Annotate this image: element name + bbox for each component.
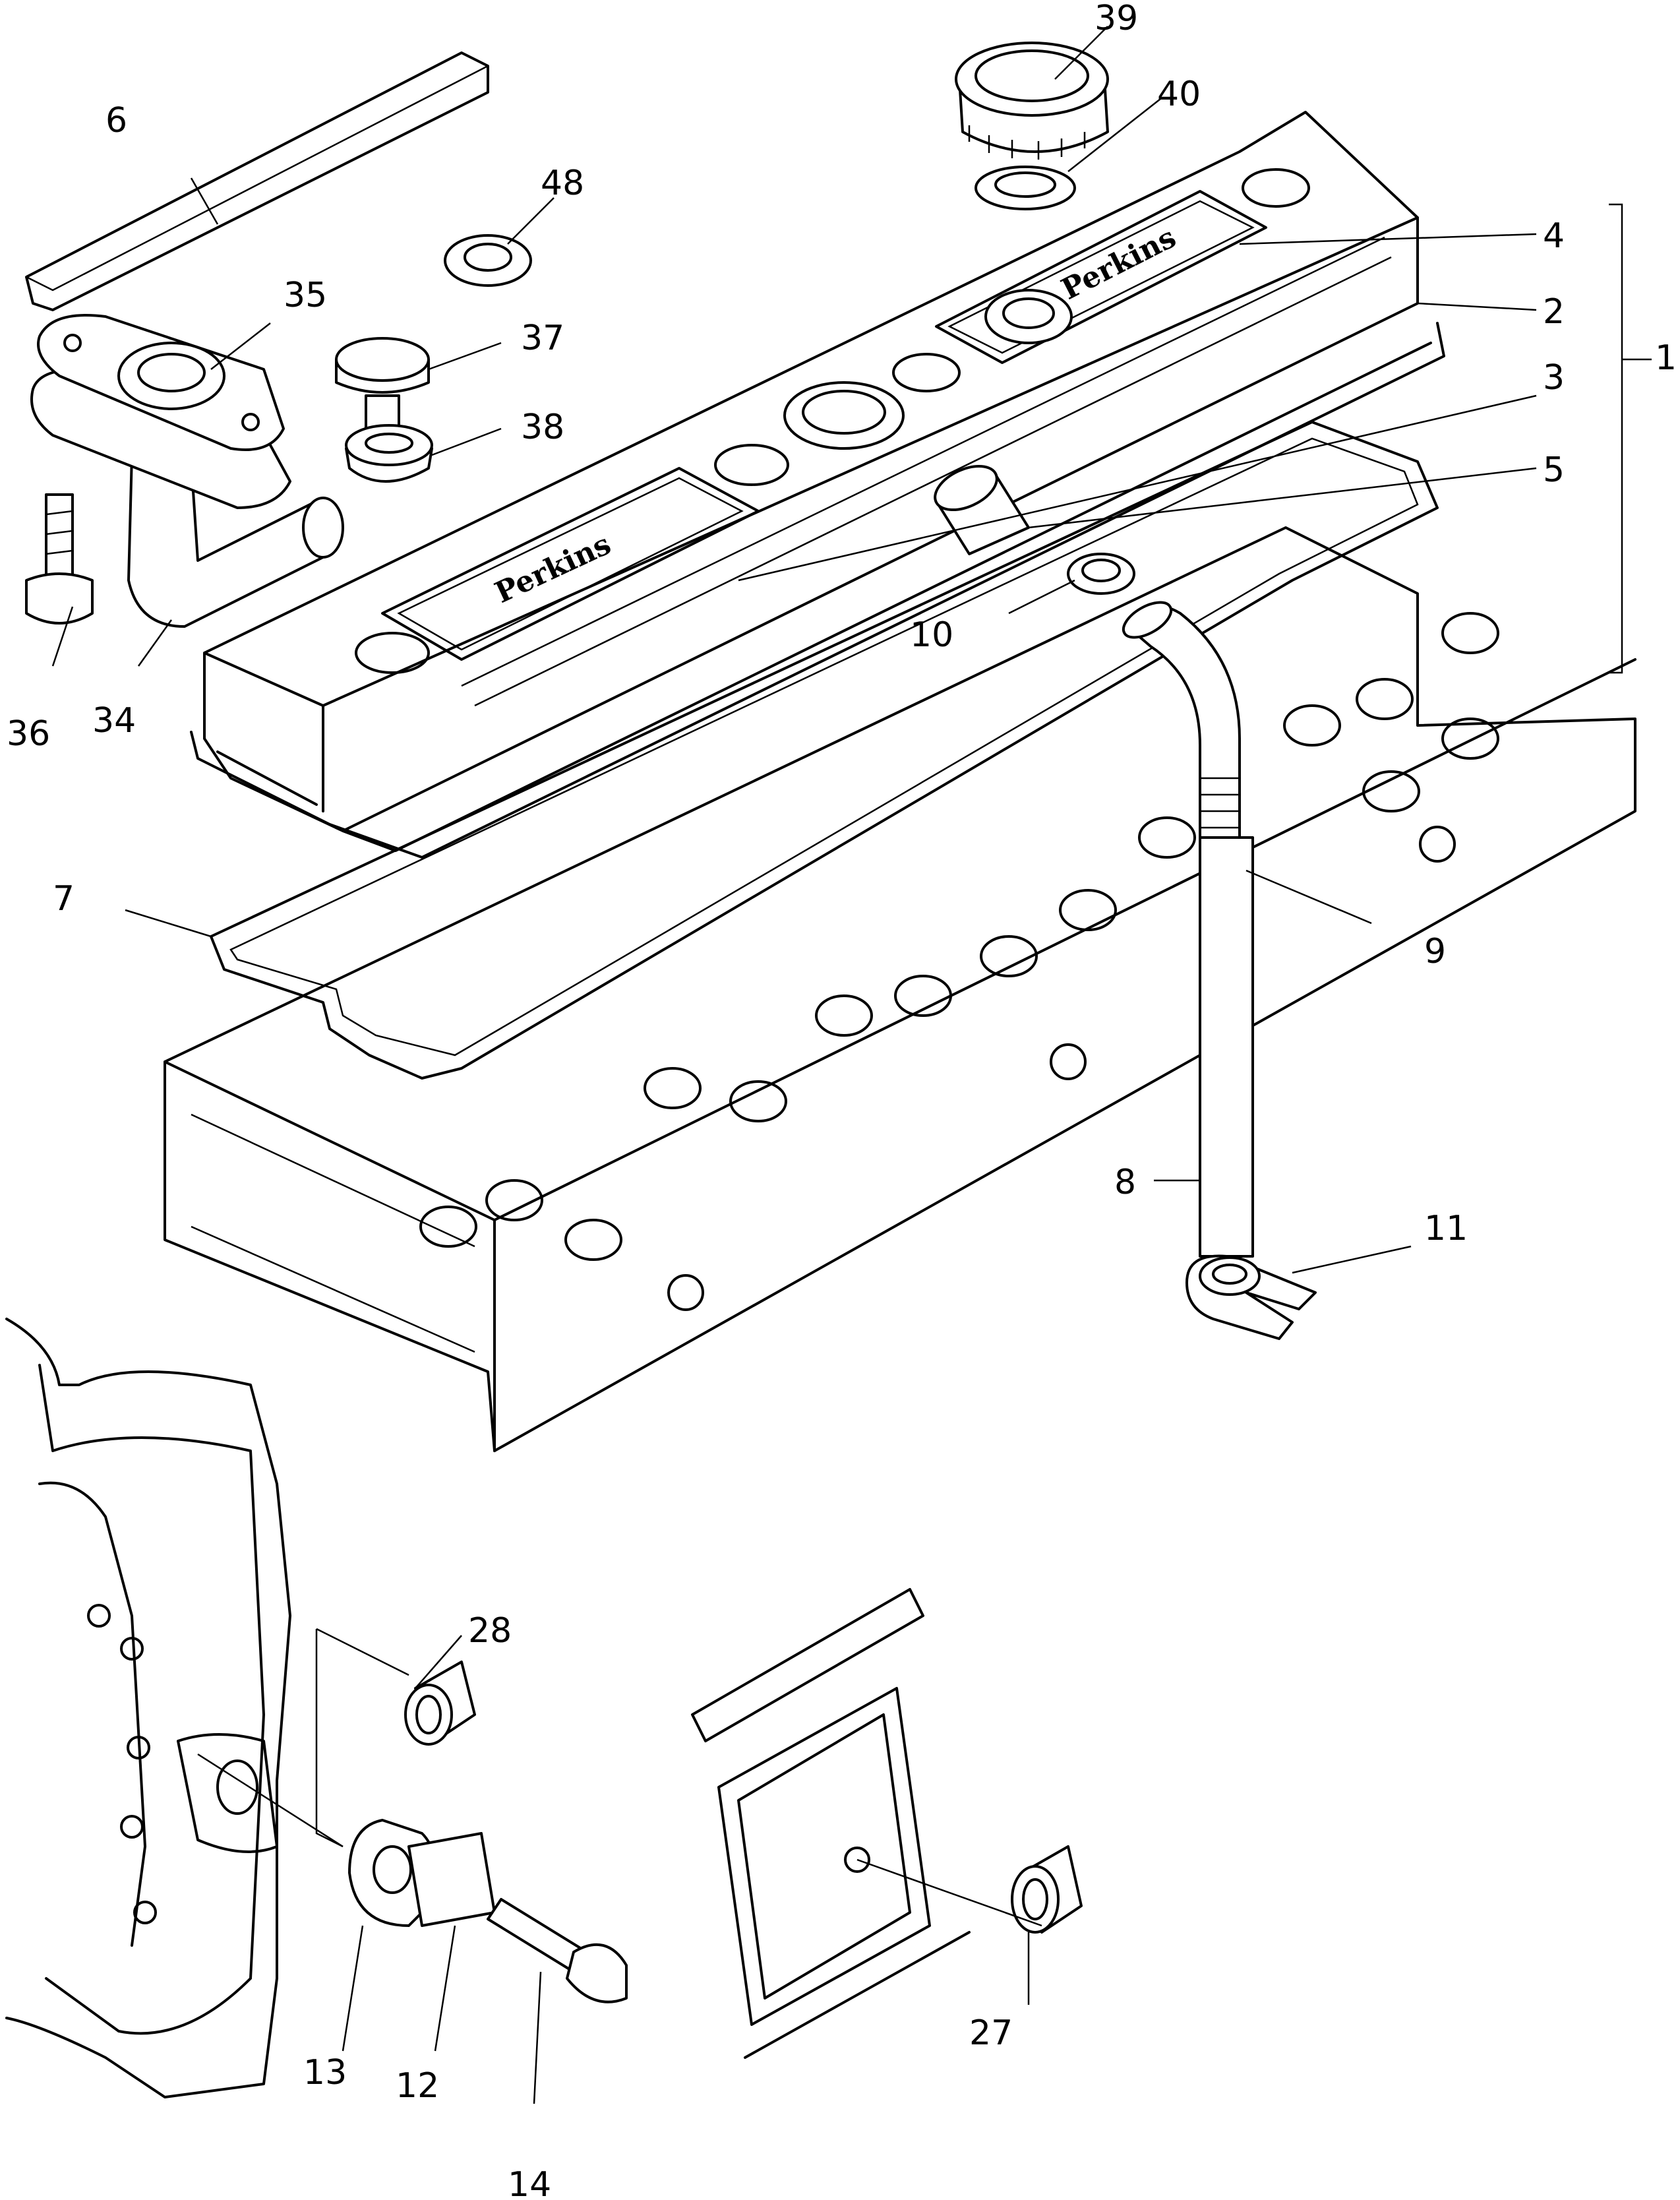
label-48: 48 (541, 164, 584, 203)
label-4: 4 (1543, 216, 1565, 256)
label-8: 8 (1114, 1163, 1136, 1202)
breather-hose[interactable] (1118, 596, 1241, 839)
block-side-plate (691, 1588, 971, 2059)
part-labels: 1 2 3 4 5 6 7 8 9 10 11 12 13 14 27 28 3… (7, 0, 1677, 2200)
timing-case (5, 1318, 291, 2098)
label-1: 1 (1655, 338, 1677, 378)
label-39: 39 (1095, 0, 1138, 38)
label-35: 35 (284, 276, 327, 315)
hose-clip[interactable] (1067, 553, 1135, 595)
breather-pipe-lower[interactable] (1199, 836, 1254, 1258)
cover-nut[interactable] (335, 337, 430, 430)
filler-flange-gasket[interactable] (37, 314, 285, 451)
label-38: 38 (521, 408, 564, 447)
label-27: 27 (969, 2013, 1013, 2053)
cylinder-head (164, 526, 1636, 1452)
cover-plate-bolt[interactable] (487, 1898, 628, 2003)
label-36: 36 (7, 714, 50, 754)
blanking-plug-upper[interactable] (404, 1661, 476, 1746)
oil-filler-cap[interactable] (955, 42, 1109, 160)
rocker-cover-gasket[interactable] (210, 421, 1439, 1080)
rocker-cover[interactable] (190, 111, 1445, 859)
cover-plate[interactable] (407, 1832, 496, 1927)
label-40: 40 (1157, 75, 1201, 114)
pipe-bracket[interactable] (1185, 1254, 1317, 1340)
label-34: 34 (92, 701, 136, 741)
label-37: 37 (521, 319, 564, 358)
filler-neck-inner (1002, 297, 1055, 329)
label-3: 3 (1543, 358, 1565, 398)
label-7: 7 (53, 879, 75, 919)
leader-lines (51, 26, 1652, 2104)
label-11: 11 (1424, 1209, 1468, 1248)
label-6: 6 (105, 101, 127, 140)
filler-elbow-pipe[interactable] (127, 454, 344, 628)
label-2: 2 (1543, 292, 1565, 332)
cover-trim-strip[interactable] (25, 51, 489, 311)
sealing-washer[interactable] (444, 234, 532, 287)
filler-cap-seal[interactable] (975, 166, 1076, 210)
label-12: 12 (396, 2066, 439, 2106)
label-9: 9 (1424, 932, 1446, 971)
label-10: 10 (910, 615, 953, 655)
label-5: 5 (1543, 450, 1565, 490)
label-28: 28 (468, 1611, 512, 1651)
flange-bolt[interactable] (25, 493, 94, 625)
blanking-plug-lower[interactable] (1011, 1845, 1083, 1934)
filler-neck (984, 289, 1073, 344)
label-14: 14 (508, 2165, 551, 2200)
cover-nut-seal[interactable] (345, 424, 433, 483)
label-13: 13 (303, 2053, 347, 2093)
